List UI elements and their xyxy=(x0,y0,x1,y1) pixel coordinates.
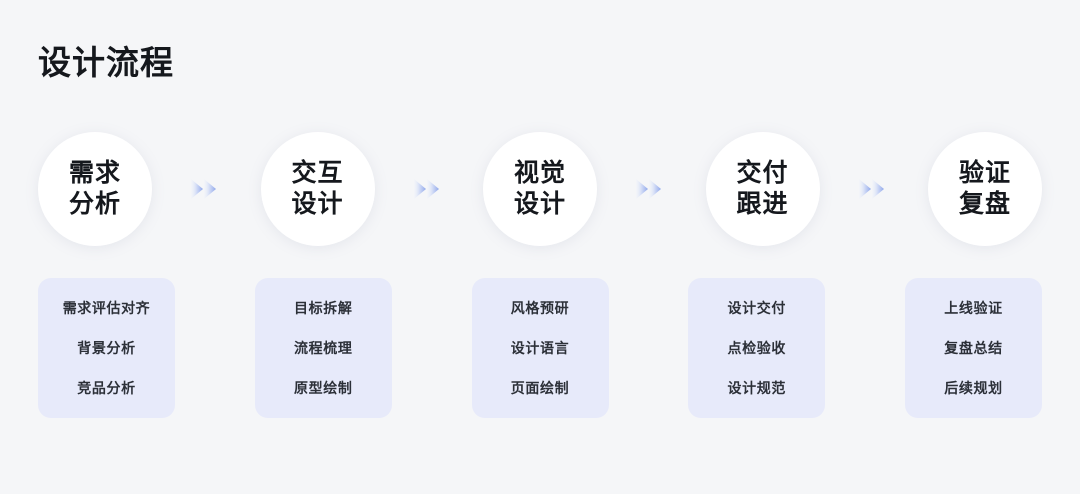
list-item: 流程梳理 xyxy=(294,339,353,356)
list-item: 上线验证 xyxy=(944,299,1003,316)
stage-circle-requirement-analysis[interactable]: 需求 分析 xyxy=(38,132,152,246)
list-item: 原型绘制 xyxy=(294,379,353,396)
stage-circle-visual-design[interactable]: 视觉 设计 xyxy=(483,132,597,246)
stage-detail-card-row: 需求评估对齐 背景分析 竞品分析 目标拆解 流程梳理 原型绘制 风格预研 设计语… xyxy=(38,278,1042,418)
stage-circle-label-line2: 设计 xyxy=(513,190,566,218)
double-chevron-right-icon xyxy=(412,176,446,202)
list-item: 点检验收 xyxy=(727,339,786,356)
list-item: 页面绘制 xyxy=(510,379,570,396)
stage-circle-label-line1: 交付 xyxy=(736,159,789,187)
list-item: 背景分析 xyxy=(77,339,136,356)
stage-circle-label-line1: 验证 xyxy=(958,159,1011,187)
double-chevron-right-icon xyxy=(634,176,668,202)
stage-circle-label-line2: 跟进 xyxy=(736,190,789,218)
stage-detail-card-validation-review[interactable]: 上线验证 复盘总结 后续规划 xyxy=(905,278,1042,418)
double-chevron-right-icon xyxy=(189,176,223,202)
list-item: 目标拆解 xyxy=(294,299,353,316)
stage-detail-card-requirement-analysis[interactable]: 需求评估对齐 背景分析 竞品分析 xyxy=(38,278,175,418)
stage-detail-card-interaction-design[interactable]: 目标拆解 流程梳理 原型绘制 xyxy=(254,278,392,418)
stage-circle-label-line1: 交互 xyxy=(291,159,344,187)
stage-circle-delivery-followup[interactable]: 交付 跟进 xyxy=(705,132,820,246)
stage-circle-interaction-design[interactable]: 交互 设计 xyxy=(260,132,375,246)
stage-detail-card-visual-design[interactable]: 风格预研 设计语言 页面绘制 xyxy=(471,278,609,418)
stage-circle-label-line1: 视觉 xyxy=(513,159,566,187)
list-item: 设计语言 xyxy=(510,339,570,356)
double-chevron-right-icon xyxy=(857,176,891,202)
stage-circle-validation-review[interactable]: 验证 复盘 xyxy=(928,132,1042,246)
list-item: 后续规划 xyxy=(944,379,1003,396)
stage-circle-label-line2: 设计 xyxy=(291,190,344,218)
stage-detail-card-delivery-followup[interactable]: 设计交付 点检验收 设计规范 xyxy=(688,278,826,418)
stage-circle-label-line2: 复盘 xyxy=(958,190,1011,218)
list-item: 复盘总结 xyxy=(944,339,1003,356)
stage-circle-label-line1: 需求 xyxy=(68,159,121,187)
list-item: 竞品分析 xyxy=(77,379,136,396)
flow-stage-row: 需求 分析 交互 设计 xyxy=(38,128,1042,250)
list-item: 设计交付 xyxy=(727,299,786,316)
page-title: 设计流程 xyxy=(38,44,174,81)
list-item: 需求评估对齐 xyxy=(62,299,151,316)
stage-circle-label-line2: 分析 xyxy=(68,190,121,218)
list-item: 设计规范 xyxy=(727,379,786,396)
list-item: 风格预研 xyxy=(510,299,570,316)
